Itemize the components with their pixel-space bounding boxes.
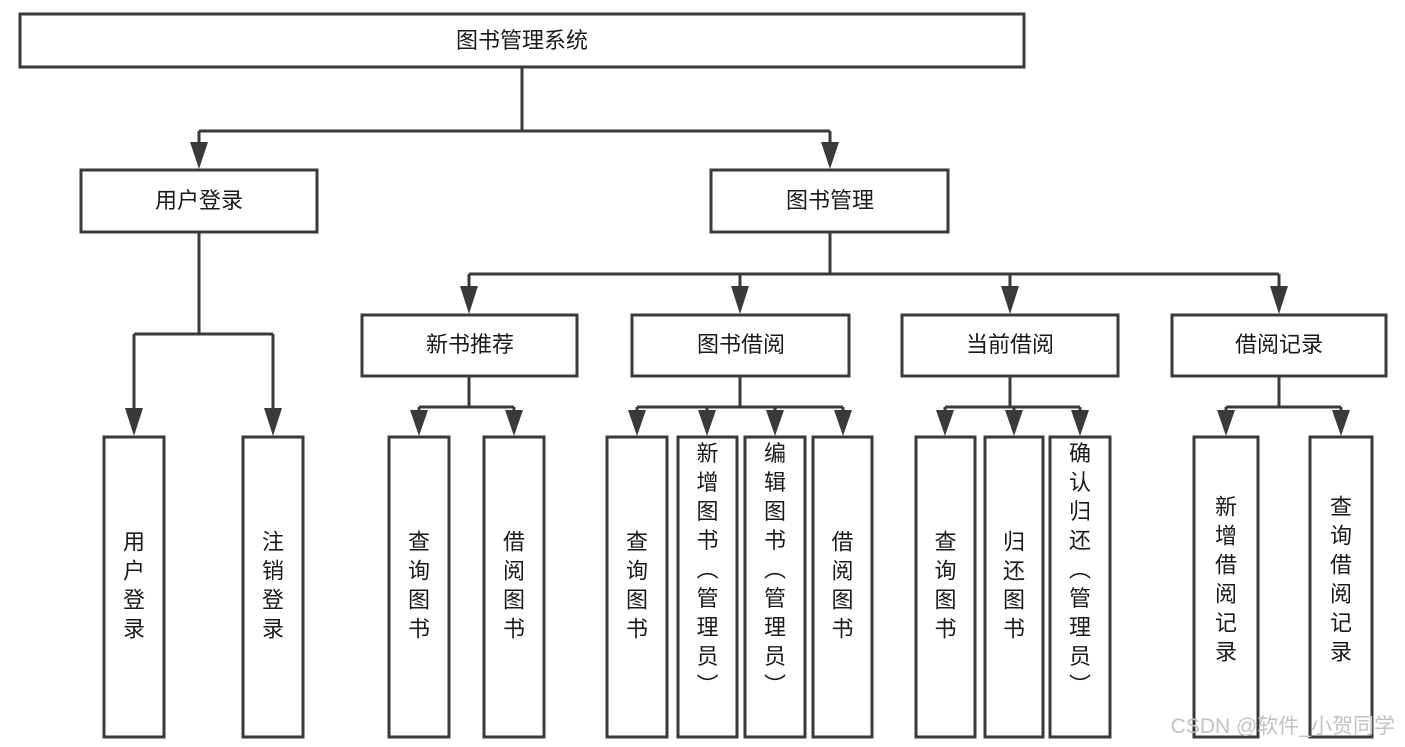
node-borrow-record-label: 借阅记录 [1235, 332, 1323, 357]
node-book-manage-box[interactable] [709, 168, 950, 234]
arrow-head-icon-leaf-return-book [1005, 410, 1023, 436]
arrow-head-icon-leaf-borrow-book-1 [505, 410, 523, 436]
node-root-label: 图书管理系统 [456, 28, 588, 53]
watermark-label: CSDN @软件_小贺同学 [1171, 715, 1395, 738]
node-leaf-user-login-label: 用户登录 [123, 530, 145, 642]
node-new-book-recommend-label: 新书推荐 [426, 332, 514, 357]
arrow-head-icon-leaf-logout [264, 408, 282, 436]
arrow-head-icon-book-manage [821, 142, 839, 169]
node-current-borrow-box[interactable] [900, 313, 1120, 378]
arrow-head-icon-new-book-recommend [460, 286, 478, 314]
arrow-head-icon-leaf-edit-book [766, 410, 784, 436]
node-book-borrow-box[interactable] [630, 313, 851, 378]
node-borrow-record-box[interactable] [1170, 313, 1388, 378]
node-leaf-borrow-book-2[interactable]: 借阅图书 [811, 435, 874, 739]
node-book-borrow[interactable]: 图书借阅 [630, 313, 851, 378]
arrow-head-icon-leaf-borrow-book-2 [834, 410, 852, 436]
node-root[interactable]: 图书管理系统 [18, 12, 1026, 69]
node-leaf-return-book-label: 归还图书 [1003, 530, 1025, 642]
arrow-head-icon-leaf-add-book [698, 410, 716, 436]
arrow-head-icon-leaf-user-login [125, 408, 143, 436]
arrow-head-icon-leaf-query-book-3 [936, 410, 954, 436]
node-leaf-edit-book-box[interactable] [743, 435, 807, 739]
node-leaf-logout-label: 注销登录 [262, 530, 284, 642]
node-leaf-return-book[interactable]: 归还图书 [983, 435, 1045, 739]
node-leaf-query-record[interactable]: 查询借阅记录 [1308, 435, 1374, 739]
arrow-head-icon-user-login [190, 142, 208, 169]
node-current-borrow[interactable]: 当前借阅 [900, 313, 1120, 378]
arrow-head-icon-borrow-record [1270, 286, 1288, 314]
arrow-head-icon-leaf-query-record [1332, 410, 1350, 436]
node-leaf-query-book-1[interactable]: 查询图书 [387, 435, 451, 739]
node-borrow-record[interactable]: 借阅记录 [1170, 313, 1388, 378]
node-leaf-logout-box[interactable] [241, 435, 305, 739]
node-leaf-add-book[interactable]: 新增图书︵管理员︶ [676, 435, 739, 739]
node-user-login-label: 用户登录 [155, 188, 243, 213]
node-leaf-query-record-box[interactable] [1308, 435, 1374, 739]
connector-layer [125, 67, 1350, 436]
arrow-head-icon-leaf-add-record [1217, 410, 1235, 436]
node-leaf-query-book-3-label: 查询图书 [934, 530, 956, 642]
node-user-login[interactable]: 用户登录 [79, 168, 319, 234]
node-leaf-add-book-box[interactable] [676, 435, 739, 739]
node-leaf-borrow-book-2-label: 借阅图书 [831, 530, 853, 642]
node-leaf-query-book-3-box[interactable] [914, 435, 977, 739]
node-leaf-user-login-box[interactable] [102, 435, 166, 739]
node-leaf-confirm-return-box[interactable] [1048, 435, 1112, 739]
node-leaf-edit-book-label: 编辑图书︵管理员︶ [764, 441, 786, 698]
node-leaf-query-record-label: 查询借阅记录 [1330, 495, 1352, 665]
node-new-book-recommend-box[interactable] [360, 313, 579, 378]
node-leaf-query-book-3[interactable]: 查询图书 [914, 435, 977, 739]
node-leaf-add-record[interactable]: 新增借阅记录 [1192, 435, 1260, 739]
node-book-manage-label: 图书管理 [786, 188, 874, 213]
node-current-borrow-label: 当前借阅 [966, 332, 1054, 357]
node-leaf-confirm-return-label: 确认归还︵管理员︶ [1069, 441, 1091, 698]
arrow-head-icon-current-borrow [1001, 286, 1019, 314]
node-leaf-user-login[interactable]: 用户登录 [102, 435, 166, 739]
node-leaf-borrow-book-1-label: 借阅图书 [503, 530, 525, 642]
node-leaf-query-book-2[interactable]: 查询图书 [605, 435, 669, 739]
node-leaf-borrow-book-1-box[interactable] [482, 435, 546, 739]
arrow-head-icon-leaf-query-book-2 [628, 410, 646, 436]
arrow-head-icon-leaf-confirm-return [1071, 410, 1089, 436]
node-leaf-borrow-book-2-box[interactable] [811, 435, 874, 739]
arrow-head-icon-leaf-query-book-1 [410, 410, 428, 436]
node-root-box[interactable] [18, 12, 1026, 69]
node-new-book-recommend[interactable]: 新书推荐 [360, 313, 579, 378]
node-leaf-query-book-2-box[interactable] [605, 435, 669, 739]
node-leaf-add-record-label: 新增借阅记录 [1215, 495, 1237, 665]
node-leaf-confirm-return[interactable]: 确认归还︵管理员︶ [1048, 435, 1112, 739]
node-book-manage[interactable]: 图书管理 [709, 168, 950, 234]
node-book-borrow-label: 图书借阅 [697, 332, 785, 357]
node-leaf-add-record-box[interactable] [1192, 435, 1260, 739]
node-leaf-query-book-1-box[interactable] [387, 435, 451, 739]
node-leaf-query-book-2-label: 查询图书 [626, 530, 648, 642]
node-leaf-edit-book[interactable]: 编辑图书︵管理员︶ [743, 435, 807, 739]
node-leaf-borrow-book-1[interactable]: 借阅图书 [482, 435, 546, 739]
node-leaf-add-book-label: 新增图书︵管理员︶ [696, 441, 718, 698]
node-leaf-logout[interactable]: 注销登录 [241, 435, 305, 739]
node-leaf-query-book-1-label: 查询图书 [408, 530, 430, 642]
node-leaf-return-book-box[interactable] [983, 435, 1045, 739]
node-user-login-box[interactable] [79, 168, 319, 234]
arrow-head-icon-book-borrow [731, 286, 749, 314]
leaf-node-layer: 用户登录 注销登录 查询图书 借阅图书 查询图书 新增图书︵管理员︶ 编辑图书︵管理员︶ 借阅… [102, 435, 1374, 739]
